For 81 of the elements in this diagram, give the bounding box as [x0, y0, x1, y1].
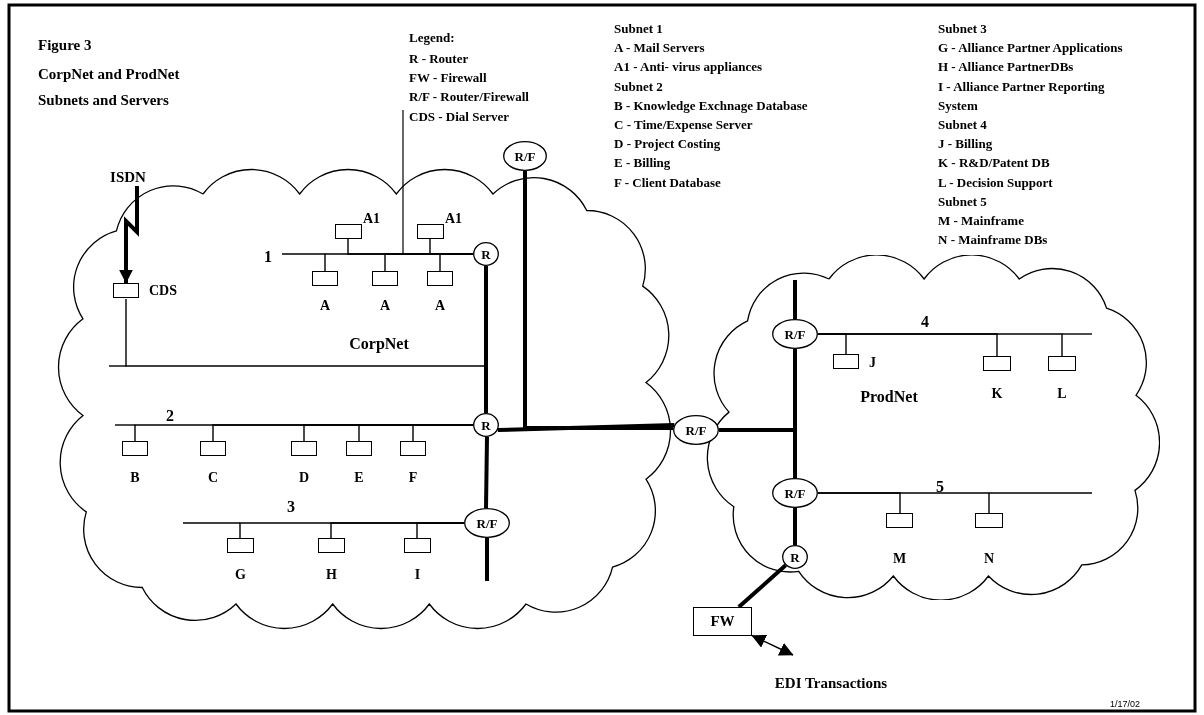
key-entry: I - Alliance Partner Reporting System: [938, 77, 1106, 115]
key-entry: M - Mainframe: [938, 212, 1025, 231]
router-node: R: [473, 242, 499, 266]
router-node: R: [473, 413, 499, 437]
server-node: N: [975, 513, 1003, 566]
transaction-label: EDI Transactions: [774, 675, 888, 691]
key-entry: Subnet 2: [614, 77, 664, 96]
network-link: [412, 424, 474, 442]
key-entry: C - Time/Expense Server: [614, 116, 754, 134]
legend-entry: CDS - Dial Server: [409, 107, 509, 126]
network-link: [416, 522, 465, 539]
network-link: [817, 333, 1063, 357]
server-node: F: [400, 441, 426, 485]
connection-label: ISDN: [100, 168, 156, 186]
network-cloud: [57, 168, 672, 630]
key-entry: N - Mainframe DBs: [938, 231, 1049, 250]
server-node: A1: [335, 212, 385, 239]
key-entry: Subnet 5: [938, 192, 988, 211]
server-node: B: [122, 441, 148, 485]
backbone-link: [484, 266, 488, 413]
key-entry: K - R&D/Patent DB: [938, 154, 1051, 173]
server-node: J: [833, 354, 887, 371]
key-entry: Subnet 4: [938, 116, 988, 134]
network-name: CorpNet: [349, 336, 409, 352]
backbone-link: [793, 349, 797, 478]
key-entry: D - Project Costing: [614, 135, 722, 154]
key-entry: H - Alliance PartnerDBs: [938, 58, 1075, 77]
key-entry: L - Decision Support: [938, 173, 1054, 192]
router-node: R/F: [772, 478, 818, 508]
key-entry: A - Mail Servers: [614, 39, 706, 58]
subnet-number: 5: [936, 479, 944, 495]
backbone-link: [793, 508, 797, 545]
server-node: D: [291, 441, 317, 485]
router-node: R/F: [772, 319, 818, 349]
key-entry: F - Client Database: [614, 173, 722, 192]
key-entry: B - Knowledge Exchnage Database: [614, 96, 809, 115]
network-link: [817, 492, 990, 514]
server-node: G: [227, 538, 254, 582]
key-entry: E - Billing: [614, 154, 672, 173]
arrow: [119, 186, 139, 284]
server-node: CDS: [113, 283, 191, 299]
router-node: R/F: [673, 415, 719, 445]
network-link: [439, 253, 474, 272]
figure-number: Figure 3: [38, 38, 92, 53]
key-entry: Subnet 3: [938, 20, 988, 38]
router-node: R: [782, 545, 808, 569]
server-node: M: [886, 513, 913, 566]
router-node: R/F: [464, 508, 510, 538]
legend-title: Legend:: [409, 31, 455, 44]
backbone-link: [523, 171, 674, 430]
subnet-number: 1: [264, 249, 272, 265]
subnet-number: 2: [166, 408, 174, 424]
date-text: 1/17/02: [1110, 699, 1140, 709]
key-entry: G - Alliance Partner Applications: [938, 39, 1124, 58]
legend-entry: FW - Firewall: [409, 69, 487, 88]
server-node: I: [404, 538, 431, 582]
key-entry: A1 - Anti- virus appliances: [614, 58, 764, 77]
server-node: E: [346, 441, 372, 485]
subnet-number: 3: [287, 499, 295, 515]
arrow: [751, 634, 794, 656]
network-name: ProdNet: [860, 389, 918, 405]
backbone-link: [484, 436, 489, 509]
key-entry: J - Billing: [938, 135, 994, 154]
server-node: C: [200, 441, 226, 485]
server-node: A: [312, 271, 338, 313]
backbone-link: [497, 423, 675, 432]
key-entry: Subnet 1: [614, 20, 664, 38]
legend-entry: R - Router: [409, 50, 469, 68]
legend-entry: R/F - Router/Firewall: [409, 88, 529, 107]
server-node: H: [318, 538, 345, 582]
server-node: A: [427, 271, 453, 313]
server-node: A1: [417, 212, 467, 239]
server-node: L: [1048, 356, 1076, 401]
subnet-number: 4: [921, 314, 929, 330]
server-node: K: [983, 356, 1011, 401]
network-cloud: [705, 255, 1160, 600]
router-node: R/F: [503, 141, 547, 171]
backbone-link: [737, 563, 787, 609]
server-node: A: [372, 271, 398, 313]
firewall-box: FW: [693, 607, 752, 636]
diagram-title: CorpNet and ProdNet Subnets and Servers: [38, 65, 181, 110]
